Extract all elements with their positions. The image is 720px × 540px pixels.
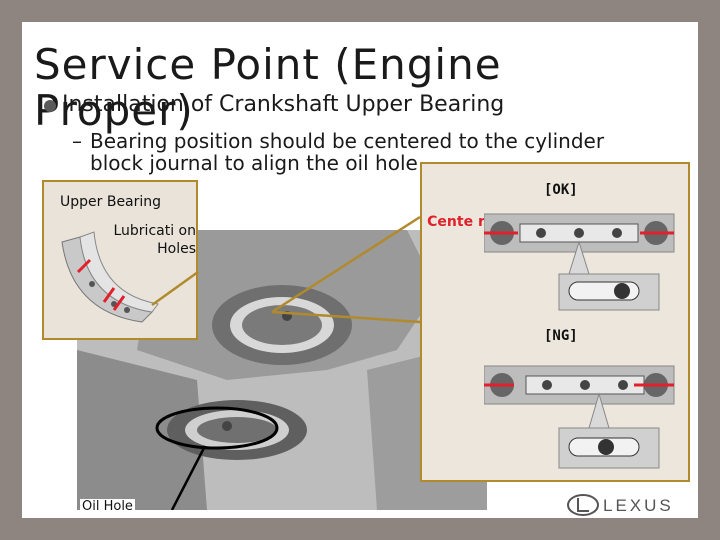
- lubrication-holes-label: Lubricati on Holes: [113, 223, 196, 257]
- upper-bearing-label: Upper Bearing: [60, 194, 162, 210]
- ng-label: [NG]: [544, 328, 578, 344]
- ok-label: [OK]: [544, 182, 578, 198]
- oil-hole-label: Oil Hole: [80, 499, 135, 514]
- slide: Upper Bearing Lubricati on Holes [OK] Ce…: [22, 22, 698, 518]
- bearing-position-diagram: [OK] Cente r [NG]: [420, 162, 690, 482]
- sub-bullet-text: Bearing position should be centered to t…: [90, 129, 605, 175]
- dash-marker: –: [72, 129, 82, 153]
- ng-bearing-diagram: [484, 365, 675, 469]
- bullet-installation: Installation of Crankshaft Upper Bearing: [62, 92, 505, 117]
- ok-bearing-diagram: [484, 213, 675, 311]
- lexus-logo: LEXUS: [567, 494, 674, 516]
- upper-bearing-callout: Upper Bearing Lubricati on Holes: [42, 180, 198, 340]
- lexus-wordmark: LEXUS: [603, 496, 674, 515]
- slide-title: Service Point (Engine Proper): [34, 40, 502, 135]
- center-label: Cente r: [427, 214, 485, 230]
- bearing-shell-image: [61, 231, 159, 323]
- bullet-icon: [44, 100, 56, 112]
